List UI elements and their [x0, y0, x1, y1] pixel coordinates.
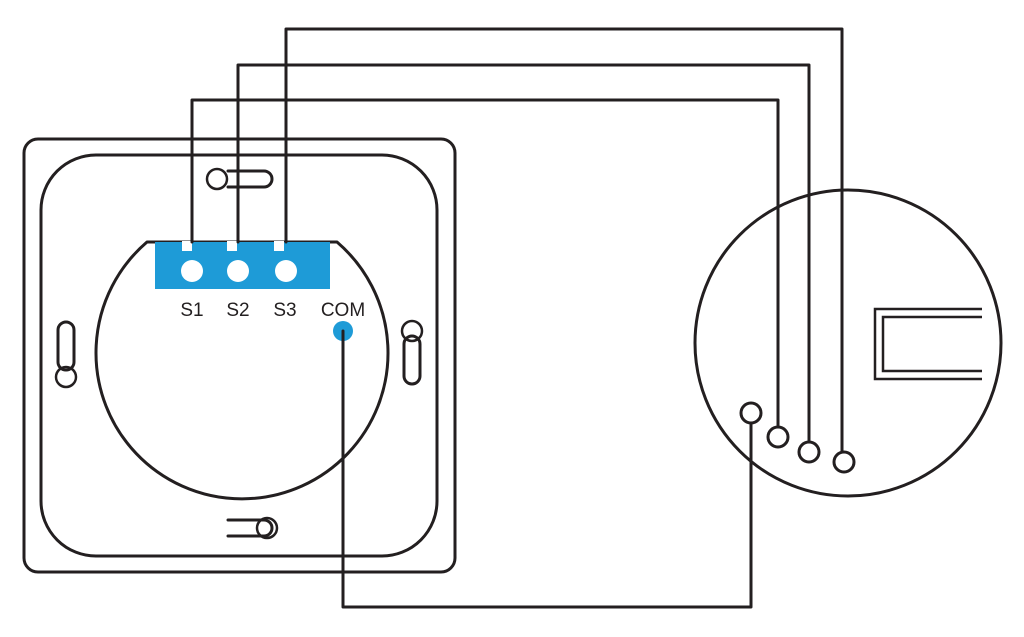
device-bracket-symbol: [873, 307, 982, 381]
mounting-slot-bottom: [226, 516, 279, 540]
terminal-label-s2: S2: [226, 300, 249, 321]
wire-com: [341, 329, 753, 609]
mounting-slot-left: [54, 320, 78, 389]
wire-s3: [284, 27, 844, 454]
terminal-notch-2: [227, 241, 237, 251]
terminal-label-com: COM: [321, 300, 365, 321]
wire-s2: [236, 63, 811, 444]
terminal-screw-s1: [181, 260, 203, 282]
mounting-slot-top: [205, 167, 274, 191]
switch-body-circle: [94, 240, 390, 501]
terminal-notch-3: [274, 241, 284, 251]
mounting-slot-right: [400, 319, 424, 386]
device-terminal-2: [797, 440, 821, 464]
switch-panel: S1 S2 S3 COM: [22, 137, 457, 574]
device-terminal-com: [739, 401, 763, 425]
device-body-circle: [693, 188, 1003, 498]
device-bracket-inner: [881, 315, 982, 373]
device-terminal-3: [832, 450, 856, 474]
terminal-label-s1: S1: [180, 300, 203, 321]
terminal-screw-s3: [275, 260, 297, 282]
terminal-block: [155, 241, 330, 289]
load-device: [693, 188, 1003, 498]
terminal-screw-s2: [227, 260, 249, 282]
wire-s1: [190, 98, 780, 429]
terminal-notch-1: [182, 241, 192, 251]
device-terminal-1: [766, 425, 790, 449]
terminal-label-s3: S3: [273, 300, 296, 321]
wires: [190, 27, 844, 609]
